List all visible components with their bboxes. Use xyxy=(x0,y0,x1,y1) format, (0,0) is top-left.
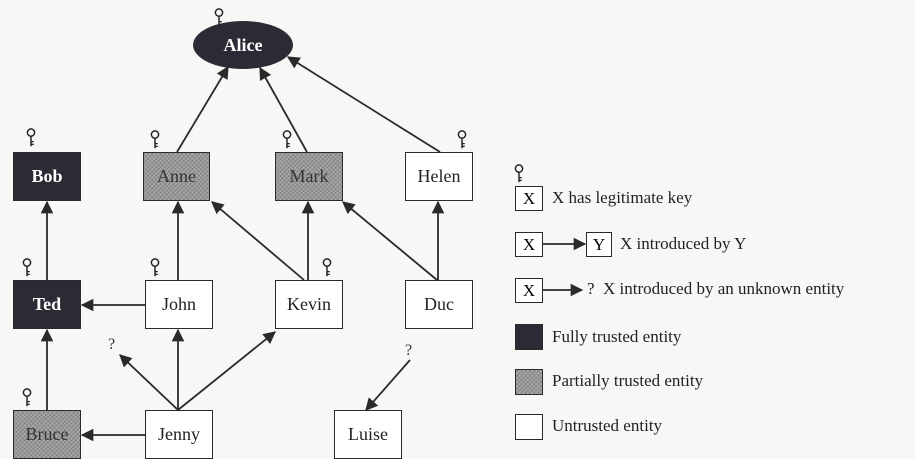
legend-unknown-text: X introduced by an unknown entity xyxy=(603,279,845,298)
legend-intro-text: X introduced by Y xyxy=(620,234,747,253)
node-jenny-label: Jenny xyxy=(158,424,200,444)
node-anne: Anne xyxy=(143,152,210,201)
node-helen: Helen xyxy=(405,152,473,201)
key-icon-anne xyxy=(150,130,160,149)
node-ted-label: Ted xyxy=(32,294,62,314)
legend-key-text: X has legitimate key xyxy=(552,188,693,207)
unknown-introducer-mark-jenny: ? xyxy=(108,336,116,353)
key-icon-helen xyxy=(457,130,467,149)
edge-jenny-to-unknown xyxy=(119,354,179,411)
edge-helen-to-alice xyxy=(286,56,441,153)
node-bob-label: Bob xyxy=(31,166,63,186)
legend-full-swatch xyxy=(515,324,543,350)
legend-intro-y-box: Y xyxy=(586,232,612,257)
node-duc-label: Duc xyxy=(424,294,454,314)
node-jenny: Jenny xyxy=(145,410,213,459)
legend-key-box: X xyxy=(515,186,543,211)
legend-full-text: Fully trusted entity xyxy=(552,327,682,346)
legend-partial-text: Partially trusted entity xyxy=(552,371,704,390)
edge-mark-to-alice xyxy=(259,66,308,153)
node-john-label: John xyxy=(161,294,196,314)
node-ted: Ted xyxy=(13,280,81,329)
legend-intro-x-label: X xyxy=(522,234,536,254)
legend-untrusted-swatch xyxy=(515,414,543,440)
key-icon-ted xyxy=(22,258,32,277)
edge-kevin-to-anne xyxy=(211,201,305,281)
node-alice-label: Alice xyxy=(223,34,263,55)
node-bruce: Bruce xyxy=(13,410,81,459)
node-bruce-label: Bruce xyxy=(25,424,69,444)
edge-jenny-to-kevin xyxy=(177,331,276,411)
node-duc: Duc xyxy=(405,280,473,329)
key-icon-mark xyxy=(282,130,292,149)
node-kevin-label: Kevin xyxy=(287,294,331,314)
key-icon-legend xyxy=(514,164,524,183)
legend-key-box-label: X xyxy=(522,188,536,208)
node-john: John xyxy=(145,280,213,329)
legend-unknown-q: ? xyxy=(587,279,595,298)
edge-duc-to-mark xyxy=(342,201,438,281)
edges xyxy=(40,56,587,442)
legend-intro-y-label: Y xyxy=(592,234,606,254)
legend-partial-swatch xyxy=(515,369,543,395)
node-luise-label: Luise xyxy=(348,424,388,444)
node-kevin: Kevin xyxy=(275,280,343,329)
key-icon-bruce xyxy=(22,388,32,407)
legend-unknown-x-box: X xyxy=(515,278,543,303)
node-luise: Luise xyxy=(334,410,402,459)
edge-unknown-to-luise xyxy=(365,359,411,411)
edge-anne-to-alice xyxy=(176,65,229,153)
node-helen-label: Helen xyxy=(417,166,461,186)
node-anne-label: Anne xyxy=(157,166,196,186)
legend-unknown-x-label: X xyxy=(522,280,536,300)
node-bob: Bob xyxy=(13,152,81,201)
legend-intro-x-box: X xyxy=(515,232,543,257)
node-mark: Mark xyxy=(275,152,343,201)
node-mark-label: Mark xyxy=(289,166,329,186)
legend-untrusted-text: Untrusted entity xyxy=(552,416,663,435)
unknown-introducer-mark-luise: ? xyxy=(405,342,413,359)
key-icon-john xyxy=(150,258,160,277)
node-alice: Alice xyxy=(193,21,293,69)
key-icon-alice xyxy=(214,8,224,27)
key-icon-kevin xyxy=(322,258,332,277)
key-icon-bob xyxy=(26,128,36,147)
